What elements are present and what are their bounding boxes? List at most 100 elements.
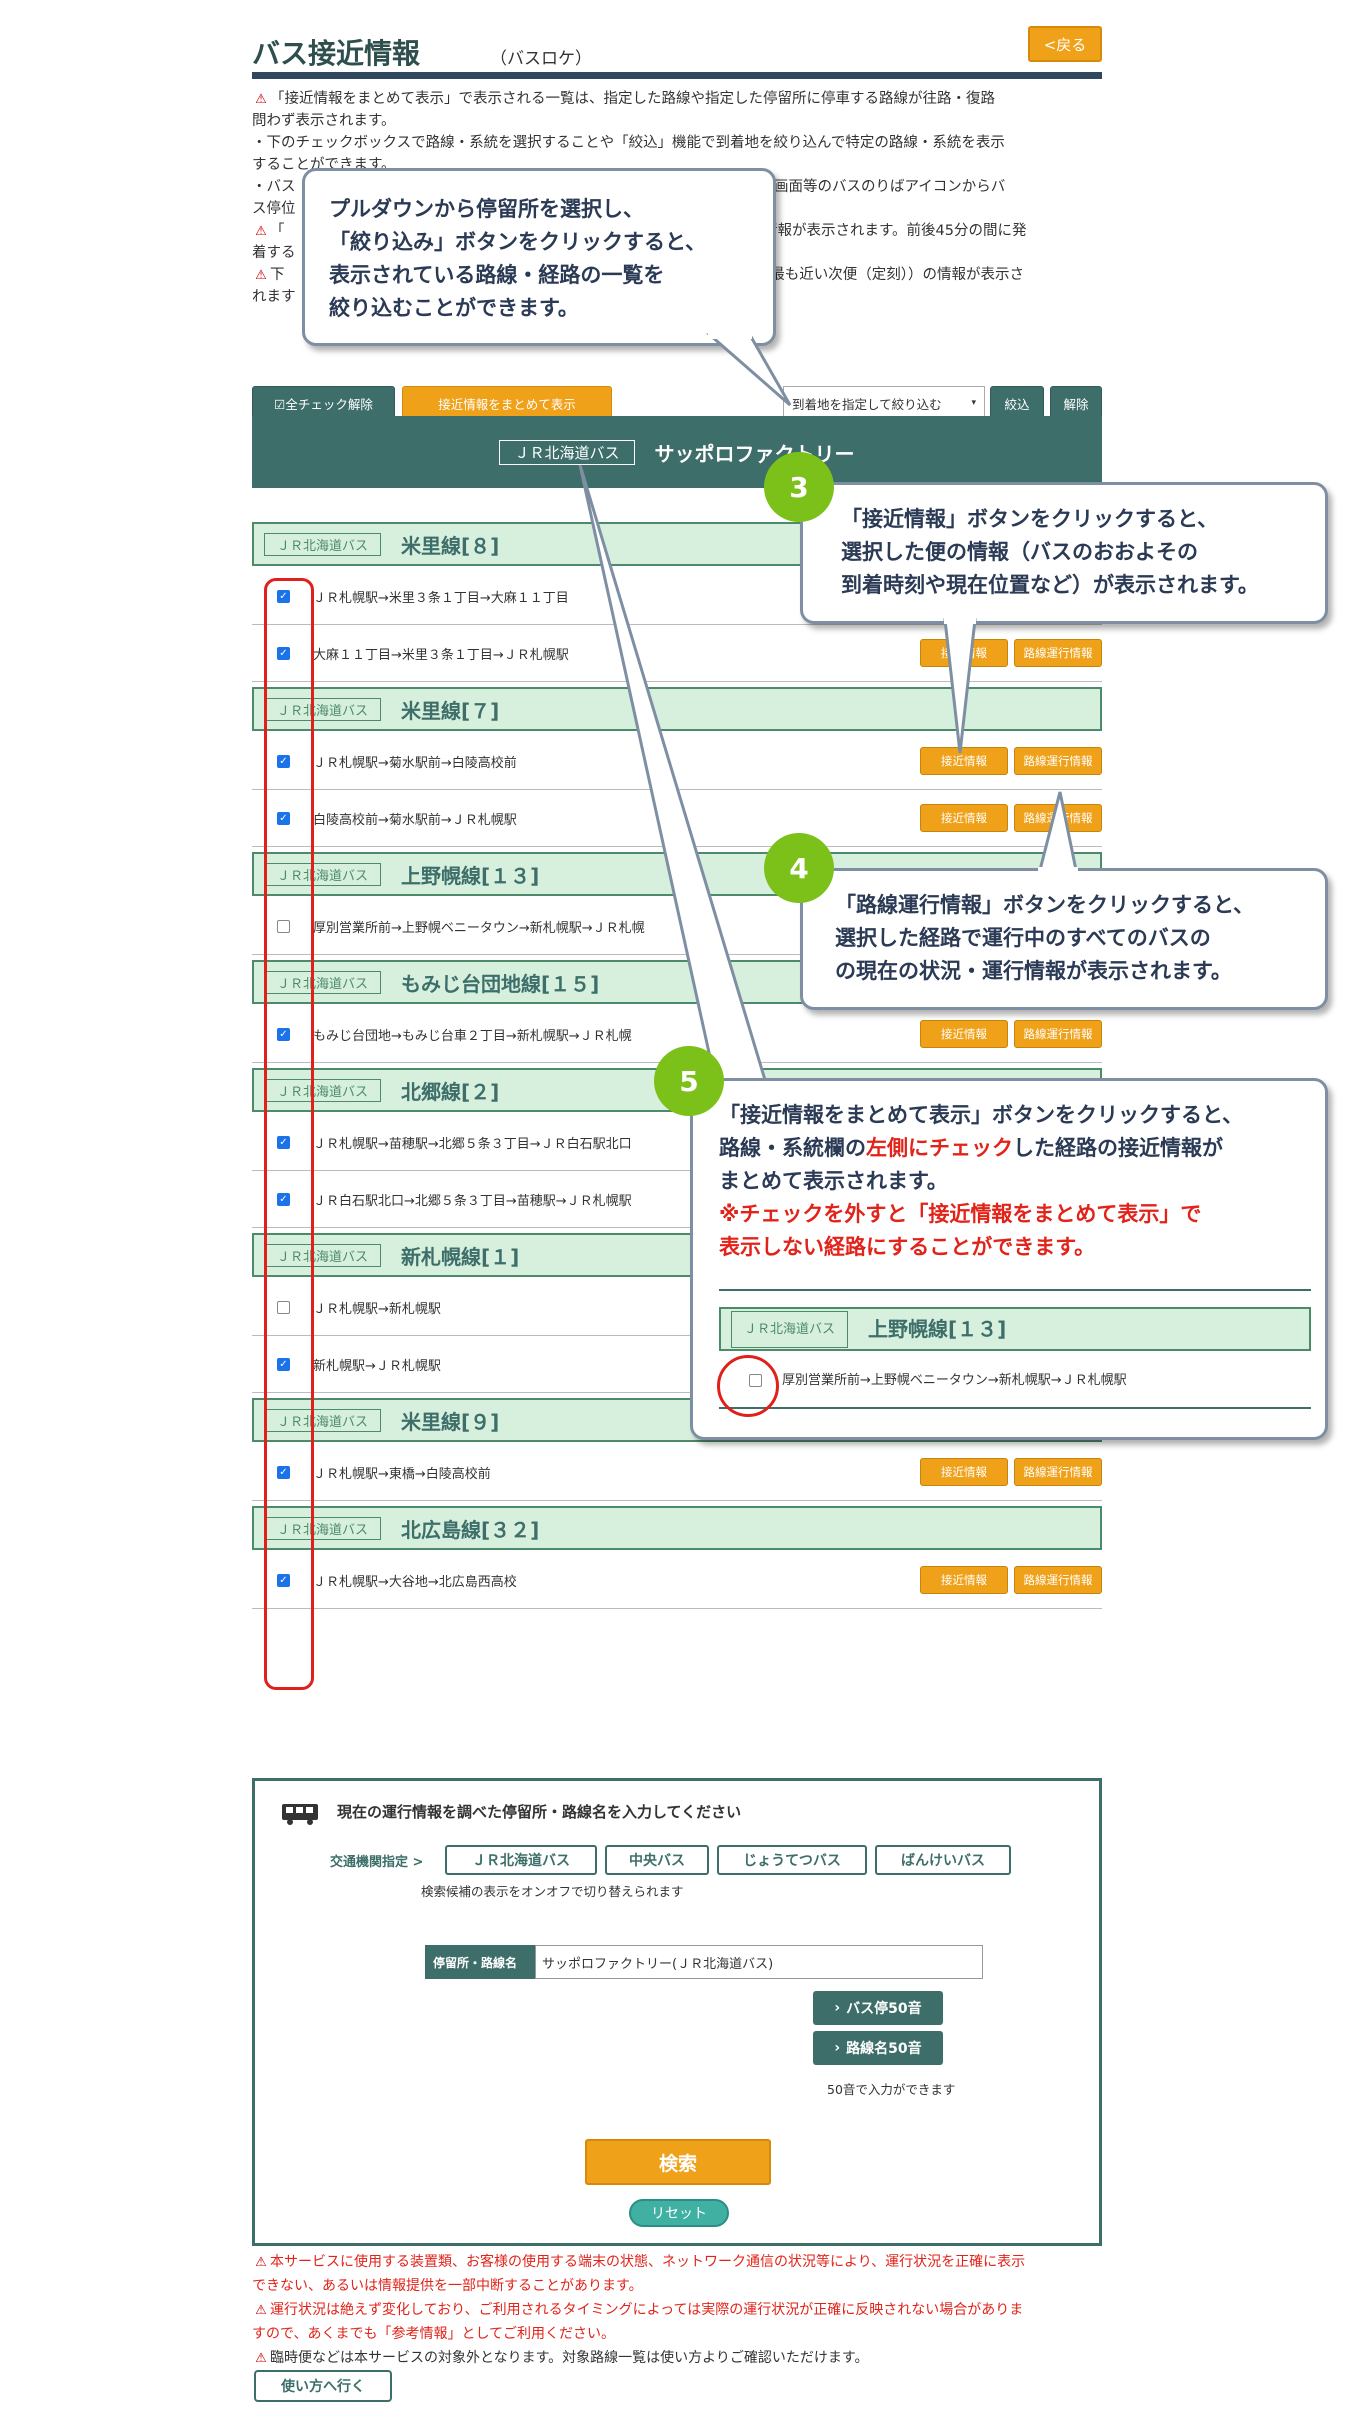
- approach-info-button[interactable]: 接近情報: [920, 1458, 1008, 1486]
- approach-info-button[interactable]: 接近情報: [920, 747, 1008, 775]
- trip-text: ＪＲ札幌駅→苗穂駅→北郷５条３丁目→ＪＲ白石駅北口: [313, 1136, 632, 1152]
- trip-checkbox[interactable]: ✓: [277, 754, 290, 768]
- route-operation-button[interactable]: 路線運行情報: [1014, 1020, 1102, 1048]
- footer-note-line: ⚠本サービスに使用する装置類、お客様の使用する端末の状態、ネットワーク通信の状況…: [252, 2250, 1112, 2274]
- trip-checkbox[interactable]: ✓: [277, 1465, 290, 1479]
- callout-line: 選択した経路で運行中のすべてのバスの: [835, 926, 1211, 950]
- operator-label: 交通機関指定 >: [330, 1855, 424, 1870]
- note-line: ⚠「接近情報をまとめて表示」で表示される一覧は、指定した路線や指定した停留所に停…: [252, 88, 1102, 110]
- trip-checkbox[interactable]: ✓: [277, 646, 290, 660]
- callout-line: 到着時刻や現在位置など）が表示されます。: [841, 573, 1259, 597]
- filter-button[interactable]: 絞込: [990, 386, 1044, 420]
- clear-filter-button[interactable]: 解除: [1050, 386, 1102, 420]
- route-name: 新札幌線[１]: [401, 1244, 520, 1269]
- page-subtitle: （バスロケ）: [490, 49, 592, 69]
- trip-checkbox[interactable]: ✓: [277, 1573, 290, 1587]
- callout-line: 「絞り込み」ボタンをクリックすると、: [329, 230, 707, 254]
- trip-row: ✓ ＪＲ白石駅北口→北郷５条３丁目→苗穂駅→ＪＲ札幌駅: [252, 1171, 1102, 1228]
- example-trip-text: 厚別営業所前→上野幌ベニータウン→新札幌駅→ＪＲ札幌駅: [782, 1372, 1127, 1388]
- warning-icon: ⚠: [255, 268, 267, 283]
- callout-approach-text: 「接近情報」ボタンをクリックすると、選択した便の情報（バスのおおよその到着時刻や…: [841, 503, 1299, 602]
- callout-line: の現在の状況・運行情報が表示されます。: [835, 959, 1232, 983]
- route-name: 上野幌線[１３]: [401, 863, 540, 888]
- trip-row: 厚別営業所前→上野幌ベニータウン→新札幌駅→ＪＲ札幌: [252, 898, 1102, 955]
- route-operation-button[interactable]: 路線運行情報: [1014, 747, 1102, 775]
- trip-text: 白陵高校前→菊水駅前→ＪＲ札幌駅: [313, 812, 517, 828]
- route-name: 北広島線[３２]: [401, 1517, 540, 1542]
- reset-button[interactable]: リセット: [629, 2199, 729, 2227]
- callout-summary-line3: まとめて表示されます。: [719, 1169, 948, 1193]
- operator-chuo-button[interactable]: 中央バス: [605, 1845, 709, 1875]
- trip-checkbox[interactable]: ✓: [277, 1192, 290, 1206]
- callout-summary-note1: ※チェックを外すと「接近情報をまとめて表示」で: [719, 1202, 1202, 1226]
- route-operation-button[interactable]: 路線運行情報: [1014, 1458, 1102, 1486]
- callout-operation: 「路線運行情報」ボタンをクリックすると、選択した経路で運行中のすべてのバスのの現…: [800, 868, 1328, 1010]
- operator-hint: 検索候補の表示をオンオフで切り替えられます: [421, 1884, 684, 1899]
- trip-text: ＪＲ白石駅北口→北郷５条３丁目→苗穂駅→ＪＲ札幌駅: [313, 1193, 632, 1209]
- trip-text: 大麻１１丁目→米里３条１丁目→ＪＲ札幌駅: [313, 647, 569, 663]
- callout-summary: 「接近情報をまとめて表示」ボタンをクリックすると、 路線・系統欄の左側にチェック…: [690, 1078, 1328, 1440]
- trip-text: ＪＲ札幌駅→新札幌駅: [313, 1301, 441, 1317]
- search-button[interactable]: 検索: [585, 2139, 771, 2185]
- trip-text: ＪＲ札幌駅→大谷地→北広島西高校: [313, 1574, 517, 1590]
- callout-summary-line2: 路線・系統欄の左側にチェックした経路の接近情報が: [719, 1136, 1223, 1160]
- callout-line: プルダウンから停留所を選択し、: [329, 197, 644, 221]
- callout-line: 選択した便の情報（バスのおおよその: [841, 540, 1198, 564]
- stop-50-button[interactable]: ›バス停50音: [813, 1991, 943, 2025]
- callout-filter-pointer: [706, 333, 792, 407]
- trip-checkbox[interactable]: ✓: [277, 1027, 290, 1041]
- trip-text: ＪＲ札幌駅→東橋→白陵高校前: [313, 1466, 491, 1482]
- callout-filter: プルダウンから停留所を選択し、「絞り込み」ボタンをクリックすると、表示されている…: [302, 168, 776, 346]
- operator-jr-button[interactable]: ＪＲ北海道バス: [445, 1845, 597, 1875]
- warning-icon: ⚠: [255, 2351, 267, 2366]
- chevron-right-icon: ›: [834, 2040, 841, 2056]
- route-operation-button[interactable]: 路線運行情報: [1014, 1566, 1102, 1594]
- note-line: ・下のチェックボックスで路線・系統を選択することや「絞込」機能で到着地を絞り込ん…: [252, 135, 1005, 151]
- trip-text: 新札幌駅→ＪＲ札幌駅: [313, 1358, 441, 1374]
- trip-checkbox[interactable]: ✓: [277, 1135, 290, 1149]
- footer-note-line: ⚠運行状況は絶えず変化しており、ご利用されるタイミングによっては実際の運行状況が…: [252, 2298, 1112, 2322]
- checkbox-highlight-frame: [264, 578, 314, 1690]
- callout-filter-text: プルダウンから停留所を選択し、「絞り込み」ボタンをクリックすると、表示されている…: [329, 193, 749, 325]
- destination-filter-select[interactable]: 到着地を指定して絞り込む ▾: [783, 386, 985, 420]
- trip-row: ✓ 新札幌駅→ＪＲ札幌駅: [252, 1336, 1102, 1393]
- example-trip-row: 厚別営業所前→上野幌ベニータウン→新札幌駅→ＪＲ札幌駅: [719, 1353, 1311, 1409]
- footer-note-line: できない、あるいは情報提供を一部中断することがあります。: [252, 2278, 643, 2294]
- approach-info-button[interactable]: 接近情報: [920, 1020, 1008, 1048]
- trip-checkbox[interactable]: ✓: [277, 811, 290, 825]
- step-number-3: 3: [764, 452, 834, 522]
- trip-text: ＪＲ札幌駅→米里３条１丁目→大麻１１丁目: [313, 590, 569, 606]
- trip-checkbox[interactable]: [277, 1300, 290, 1314]
- trip-row: ✓ ＪＲ札幌駅→苗穂駅→北郷５条３丁目→ＪＲ白石駅北口: [252, 1114, 1102, 1171]
- note-line: れます: [252, 289, 296, 305]
- approach-info-button[interactable]: 接近情報: [920, 1566, 1008, 1594]
- search-panel: 現在の運行情報を調べた停留所・路線名を入力してください 交通機関指定 > ＪＲ北…: [252, 1778, 1102, 2246]
- example-route-name: 上野幌線[１３]: [868, 1316, 1007, 1341]
- route-name: もみじ台団地線[１５]: [401, 971, 600, 996]
- callout-summary-pointer: [578, 464, 768, 1082]
- route-name: 米里線[７]: [401, 698, 500, 723]
- route-50-button[interactable]: ›路線名50音: [813, 2031, 943, 2065]
- search-input[interactable]: サッポロファクトリー(ＪＲ北海道バス): [535, 1945, 983, 1979]
- operator-jotetsu-button[interactable]: じょうてつバス: [717, 1845, 867, 1875]
- approach-info-button[interactable]: 接近情報: [920, 804, 1008, 832]
- warning-icon: ⚠: [255, 224, 267, 239]
- title-underline: [252, 72, 1102, 79]
- trip-checkbox[interactable]: ✓: [277, 1357, 290, 1371]
- example-route-head: ＪＲ北海道バス 上野幌線[１３]: [719, 1307, 1311, 1351]
- callout-operation-text: 「路線運行情報」ボタンをクリックすると、選択した経路で運行中のすべてのバスのの現…: [835, 889, 1299, 988]
- chevron-down-icon: ▾: [971, 398, 976, 408]
- uncheck-all-button[interactable]: ☑全チェック解除: [252, 386, 395, 420]
- route-header: ＪＲ北海道バス北広島線[３２]: [252, 1506, 1102, 1550]
- howto-button[interactable]: 使い方へ行く: [254, 2370, 392, 2402]
- operator-bankei-button[interactable]: ばんけいバス: [875, 1845, 1011, 1875]
- route-operation-button[interactable]: 路線運行情報: [1014, 639, 1102, 667]
- callout-approach-pointer: [943, 618, 977, 754]
- trip-checkbox[interactable]: ✓: [277, 589, 290, 603]
- show-all-approach-button[interactable]: 接近情報をまとめて表示: [402, 386, 612, 420]
- back-button[interactable]: <戻る: [1028, 26, 1102, 62]
- trip-row: ✓ 大麻１１丁目→米里３条１丁目→ＪＲ札幌駅: [252, 625, 1102, 682]
- trip-row: ✓ ＪＲ札幌駅→大谷地→北広島西高校: [252, 1552, 1102, 1609]
- trip-checkbox[interactable]: [277, 919, 290, 933]
- trip-row: ✓ ＪＲ札幌駅→米里３条１丁目→大麻１１丁目: [252, 568, 1102, 625]
